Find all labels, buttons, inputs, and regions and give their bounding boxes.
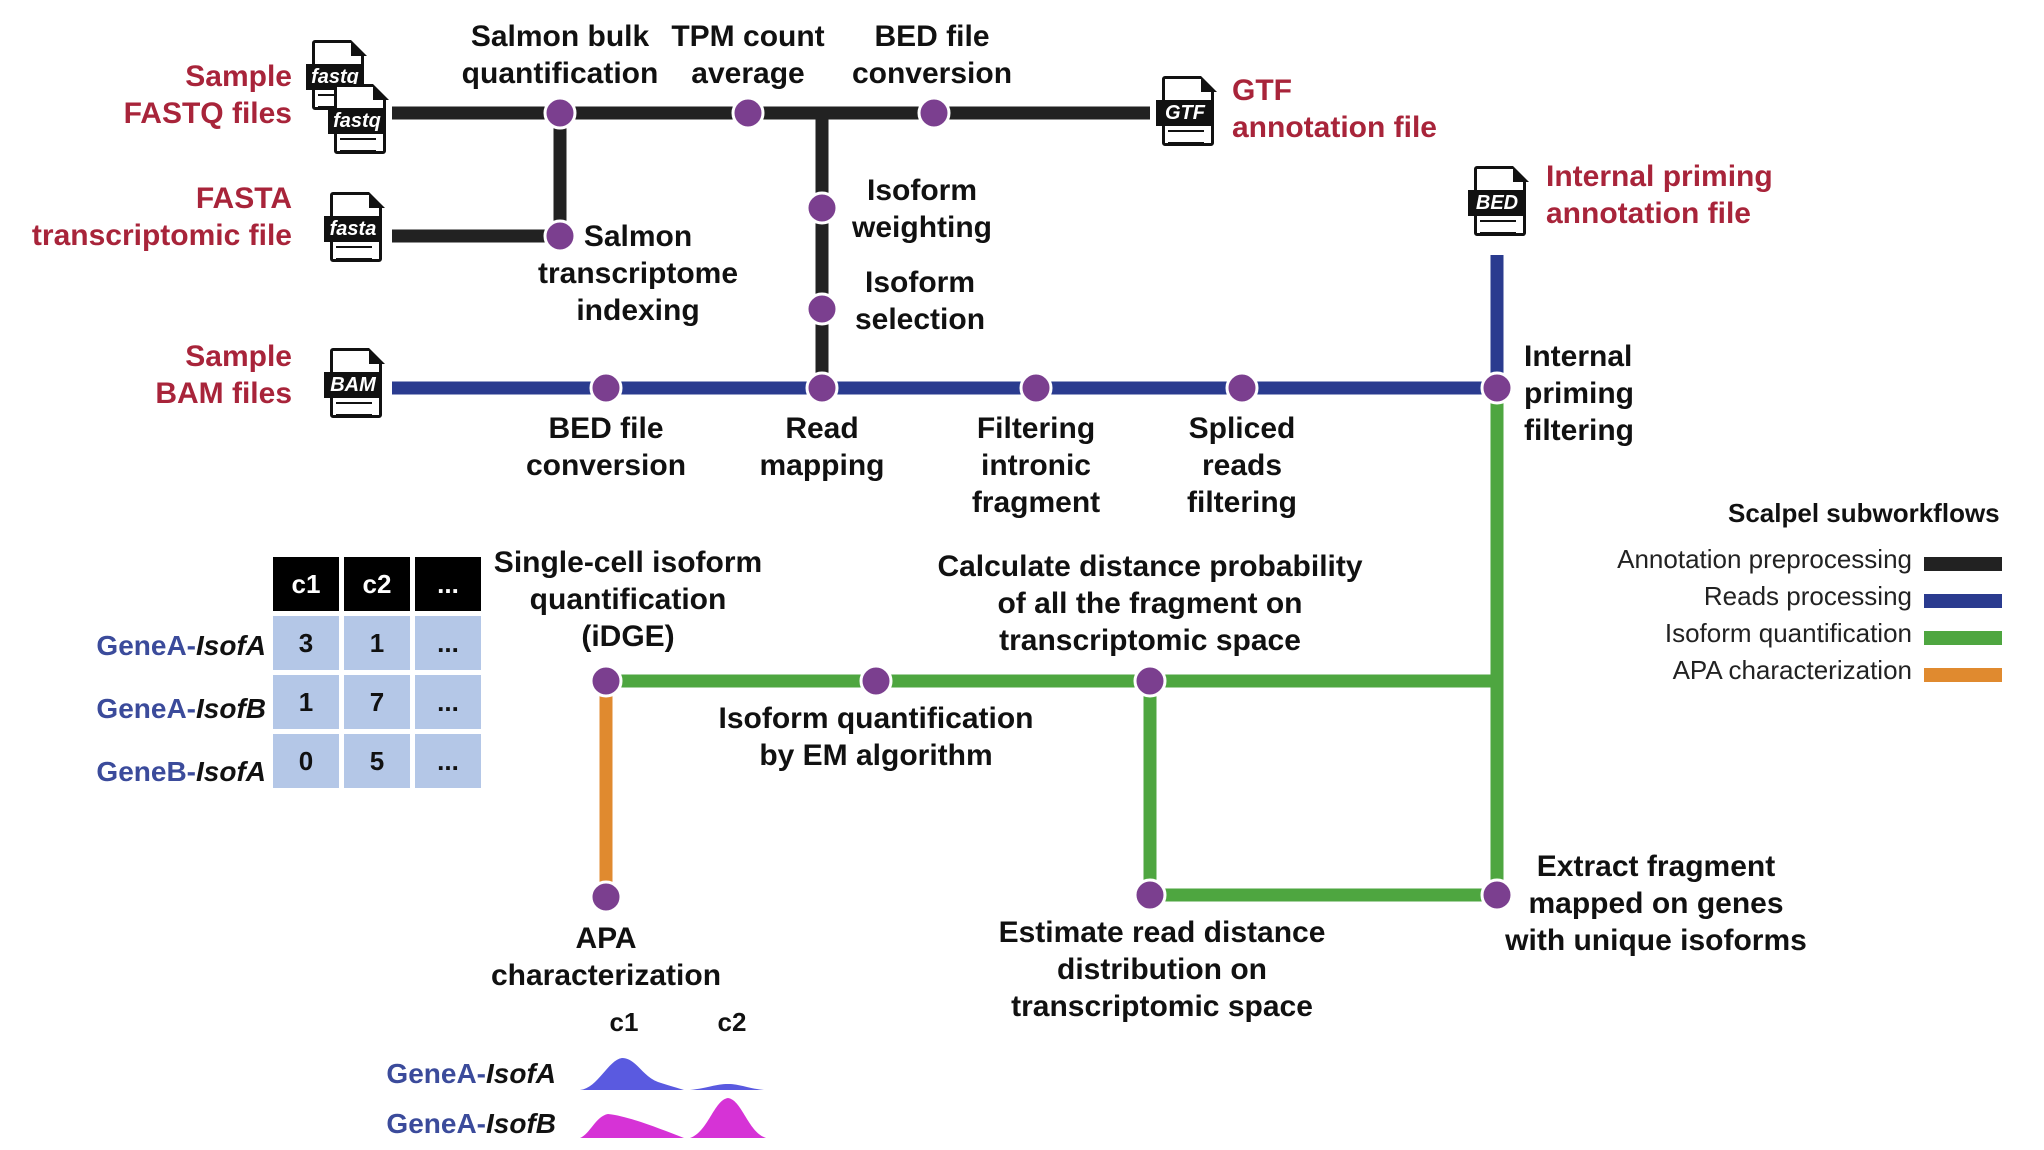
step-salmon-index-label: Salmon transcriptome indexing [537,220,739,327]
matrix-cell: 7 [344,675,410,729]
node-read-mapping [805,371,839,405]
node-tpm [731,96,765,130]
workflow-nodes [543,96,1514,914]
step-em-label: Isoform quantification by EM algorithm [718,702,1034,772]
node-salmon-quant [543,96,577,130]
input-priming-label: Internal priming annotation file [1546,160,1773,230]
node-bed-conv-top [917,96,951,130]
matrix-row-gene: GeneA [96,693,187,724]
apa-column-c2: c2 [717,1007,747,1037]
fasta-file-icon: fasta [324,192,386,264]
legend-item-reads-swatch [1924,594,2002,608]
legend-item-quant-label: Isoform quantification [1664,618,1912,648]
matrix-cell: 3 [273,616,339,670]
matrix-row-label: GeneB-IsofA [96,756,266,787]
step-salmon-quant-label: Salmon bulk quantification [461,20,659,90]
step-bed-conv-reads-label: BED file conversion [525,412,687,482]
quant-lines [606,388,1504,902]
matrix-row-isoform: IsofB [196,693,266,724]
annotation-lines [392,106,1150,388]
node-isoform-weighting [805,191,839,225]
legend-item-quant-swatch [1924,631,2002,645]
legend-item-apa-swatch [1924,668,2002,682]
matrix-row: 3 1 ... [273,616,481,670]
step-isoform-selection-label: Isoform selection [854,266,986,336]
input-fasta-label: FASTA transcriptomic file [31,182,292,252]
coverage-c1-isofa [580,1058,684,1090]
matrix-cell: 0 [273,734,339,788]
node-extract-fragment [1480,878,1514,912]
node-em [859,664,893,698]
node-salmon-index [543,219,577,253]
legend-item-apa-label: APA characterization [1672,655,1912,685]
matrix-row-isoform: IsofA [196,630,266,661]
node-bed-conv-reads [589,371,623,405]
coverage-c1-isofb [580,1114,684,1138]
node-spliced-filtering [1225,371,1259,405]
matrix-cell: 5 [344,734,410,788]
input-gtf-label: GTF annotation file [1232,74,1437,144]
step-filtering-intronic-label: Filtering intronic fragment [971,412,1101,519]
step-estimate-dist-label: Estimate read distance distribution on t… [998,916,1326,1023]
gtf-file-icon: GTF [1156,76,1218,148]
matrix-header-row: c1 c2 ... [273,557,481,611]
fastq-file-icon-second: fastq [328,84,390,156]
matrix-row-isoform: IsofA [196,756,266,787]
coverage-c2-isofa [690,1084,764,1090]
node-isoform-selection [805,292,839,326]
step-bed-conv-top-label: BED file conversion [851,20,1013,90]
apa-coverage-plot [580,1058,766,1138]
step-read-mapping-label: Read mapping [759,412,885,482]
legend-item-annotation-swatch [1924,557,2002,571]
step-distance-prob-label: Calculate distance probability of all th… [937,550,1363,657]
apa-row-label: GeneA-IsofA [386,1058,556,1089]
step-internal-priming-label: Internal priming filtering [1524,340,1634,447]
matrix-row-gene: GeneA [96,630,187,661]
node-estimate-dist [1133,878,1167,912]
matrix-header-cell: c1 [273,557,339,611]
matrix-cell: 1 [344,616,410,670]
step-extract-fragment-label: Extract fragment mapped on genes with un… [1505,850,1807,957]
matrix-row: 0 5 ... [273,734,481,788]
legend-title: Scalpel subworkflows [1728,498,2000,528]
matrix-header-cell: c2 [344,557,410,611]
coverage-c2-isofb [690,1098,766,1138]
matrix-cell: ... [415,616,481,670]
matrix-row: 1 7 ... [273,675,481,729]
node-internal-priming [1480,371,1514,405]
matrix-cell: 1 [273,675,339,729]
node-sc-quant [589,664,623,698]
step-apa-label: APA characterization [490,922,722,992]
legend-item-reads-label: Reads processing [1703,581,1912,611]
input-fastq-label: Sample FASTQ files [123,60,292,130]
reads-lines [392,255,1504,395]
matrix-cell: ... [415,734,481,788]
bed-file-icon: BED [1468,166,1530,238]
apa-row-label: GeneA-IsofB [386,1108,556,1139]
count-matrix: c1 c2 ... 3 1 ... 1 7 ... 0 5 ... [268,552,486,793]
step-sc-quant-label: Single-cell isoform quantification (iDGE… [493,546,763,653]
step-tpm-label: TPM count average [671,20,825,90]
apa-column-c1: c1 [609,1007,639,1037]
bam-file-icon: BAM [324,348,386,420]
node-distance-prob [1133,664,1167,698]
node-apa [589,880,623,914]
input-bam-label: Sample BAM files [155,340,292,410]
step-isoform-weighting-label: Isoform weighting [852,174,992,244]
matrix-header-cell: ... [415,557,481,611]
node-filtering-intronic [1019,371,1053,405]
step-spliced-filtering-label: Spliced reads filtering [1187,412,1297,519]
legend-item-annotation-label: Annotation preprocessing [1617,544,1912,574]
matrix-row-label: GeneA-IsofA [96,630,266,661]
matrix-row-gene: GeneB [96,756,187,787]
matrix-row-label: GeneA-IsofB [96,693,266,724]
matrix-cell: ... [415,675,481,729]
